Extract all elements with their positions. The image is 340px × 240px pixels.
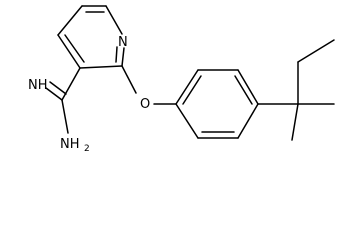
bond-ring-top-right-to-n — [105, 5, 123, 35]
bond-c3-to-c4 — [57, 34, 81, 69]
bond-c2-to-o — [121, 65, 137, 94]
benzene-ring — [175, 69, 259, 139]
imine-nh-label: NH — [28, 78, 48, 93]
bond-c4-to-c5 — [57, 5, 83, 36]
bond-quaternary-to-methyl-a — [291, 103, 299, 141]
ether-oxygen-label: O — [140, 97, 150, 112]
bond-n-to-c2 — [121, 47, 125, 67]
ring-nitrogen-label: N — [118, 35, 128, 50]
bond-c-to-imine — [45, 87, 63, 101]
bond-c3-to-c4-inner — [64, 34, 85, 63]
bond-ph-1 — [175, 69, 199, 105]
tert-pentyl-group — [257, 39, 335, 141]
bond-ph-3 — [237, 69, 259, 105]
bond-ethyl-ch2-to-ch3 — [297, 39, 335, 63]
bond-ph-4 — [237, 103, 259, 139]
bond-c-to-imine-double — [49, 81, 67, 95]
bond-c-to-amine — [61, 99, 69, 134]
bond-n-to-c2-inner — [115, 46, 118, 63]
bond-c3-to-amidine-c — [61, 67, 81, 101]
bond-ph-1-inner — [182, 75, 202, 105]
amidine-group — [45, 67, 81, 134]
structural-formula: N O NH NH 2 — [28, 5, 335, 153]
bond-ph-6 — [175, 103, 199, 139]
bond-c2-to-c3 — [79, 65, 123, 69]
ether-linkage — [121, 65, 177, 105]
amine-nh-label: NH — [60, 137, 80, 152]
amine-subscript-label: 2 — [84, 144, 90, 153]
bond-ph-3-inner — [234, 75, 253, 105]
pyridine-ring — [57, 5, 125, 69]
